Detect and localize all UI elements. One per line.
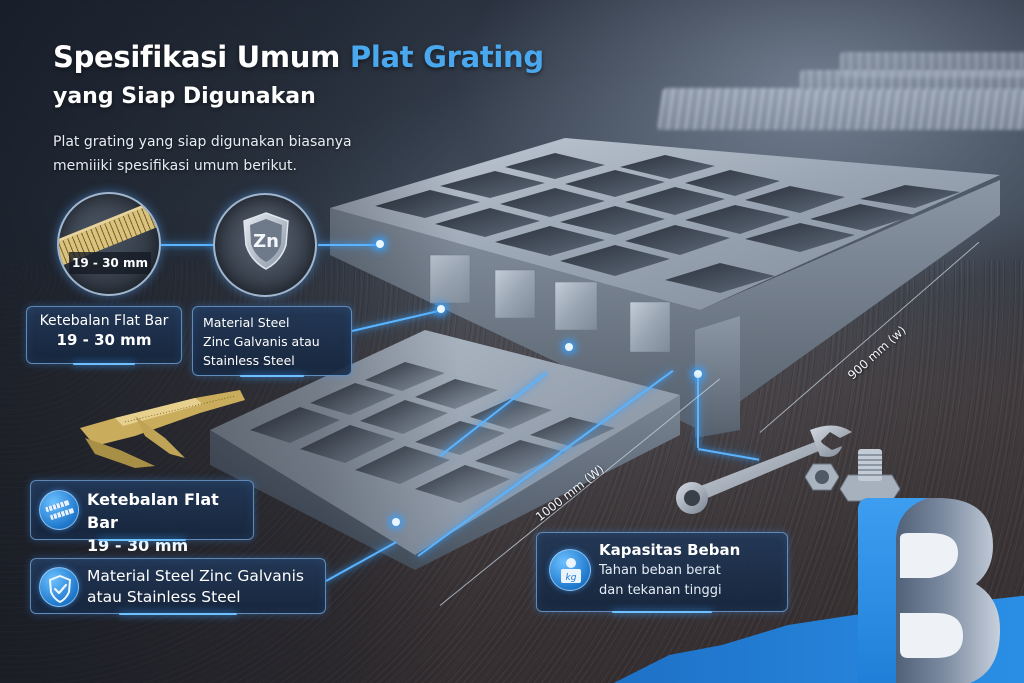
callout-flat-bar-bottom-text: Ketebalan Flat Bar 19 - 30 mm [87, 488, 253, 557]
callout-flat-bar-top: Ketebalan Flat Bar 19 - 30 mm [26, 306, 182, 365]
zinc-shield-icon: Zn [243, 212, 289, 270]
connector-ruler-zn [160, 244, 215, 246]
brand-logo-b [858, 498, 1000, 683]
callout-material-top-line1: Material Steel [203, 315, 290, 330]
background-grating-stack-3 [800, 70, 1024, 90]
callout-material-top-line2: Zinc Galvanis atau [203, 334, 320, 349]
caliper-tool-illustration [80, 390, 245, 468]
ruler-measure-label: 19 - 30 mm [69, 252, 151, 274]
nut-illustration [805, 463, 839, 491]
callout-capacity: kg Kapasitas Beban Tahan beban berat dan… [536, 532, 788, 613]
connector-node [437, 305, 445, 313]
zinc-circle-badge: Zn [213, 193, 317, 297]
callout-material-bottom-line1: Material Steel Zinc Galvanis [87, 567, 305, 585]
callout-capacity-line1: Tahan beban berat [599, 563, 721, 578]
flat-bar-icon [39, 490, 79, 530]
svg-text:kg: kg [566, 573, 577, 583]
large-grating-illustration [330, 138, 1000, 438]
callout-material-top: Material Steel Zinc Galvanis atau Stainl… [192, 306, 352, 377]
connector-big-edge [697, 378, 699, 448]
wrench-tool-illustration [676, 425, 852, 514]
callout-flat-bar-bottom: Ketebalan Flat Bar 19 - 30 mm [30, 480, 254, 555]
connector-node [694, 370, 702, 378]
svg-text:Zn: Zn [253, 231, 279, 252]
ruler-circle-badge: 19 - 30 mm [57, 192, 161, 296]
connector-node [565, 343, 573, 351]
callout-capacity-title: Kapasitas Beban [599, 541, 741, 559]
callout-material-bottom-text: Material Steel Zinc Galvanis atau Stainl… [87, 566, 304, 608]
callout-flat-bar-top-title: Ketebalan Flat Bar [39, 313, 169, 329]
weight-kg-icon: kg [549, 549, 591, 591]
title-accent: Plat Grating [349, 40, 544, 74]
callout-material-top-line3: Stainless Steel [203, 353, 295, 368]
callout-capacity-line2: dan tekanan tinggi [599, 583, 722, 598]
connector-node [376, 240, 384, 248]
callout-capacity-text: Kapasitas Beban Tahan beban berat dan te… [599, 539, 740, 601]
connector-zn-grating [318, 244, 380, 246]
callout-flat-bar-top-value: 19 - 30 mm [56, 331, 152, 349]
callout-flat-bar-bottom-value: 19 - 30 mm [87, 536, 189, 555]
shield-check-icon [39, 567, 79, 607]
page-description: Plat grating yang siap digunakan biasany… [53, 134, 352, 174]
callout-material-bottom: Material Steel Zinc Galvanis atau Stainl… [30, 558, 326, 615]
callout-flat-bar-bottom-title: Ketebalan Flat Bar [87, 490, 219, 532]
title-part1: Spesifikasi Umum [53, 40, 350, 74]
callout-material-bottom-line2: atau Stainless Steel [87, 588, 241, 606]
bolt-illustration [840, 449, 900, 502]
connector-node [392, 518, 400, 526]
page-subtitle: yang Siap Digunakan [53, 84, 316, 109]
page-title: Spesifikasi Umum Plat Grating [53, 40, 544, 74]
